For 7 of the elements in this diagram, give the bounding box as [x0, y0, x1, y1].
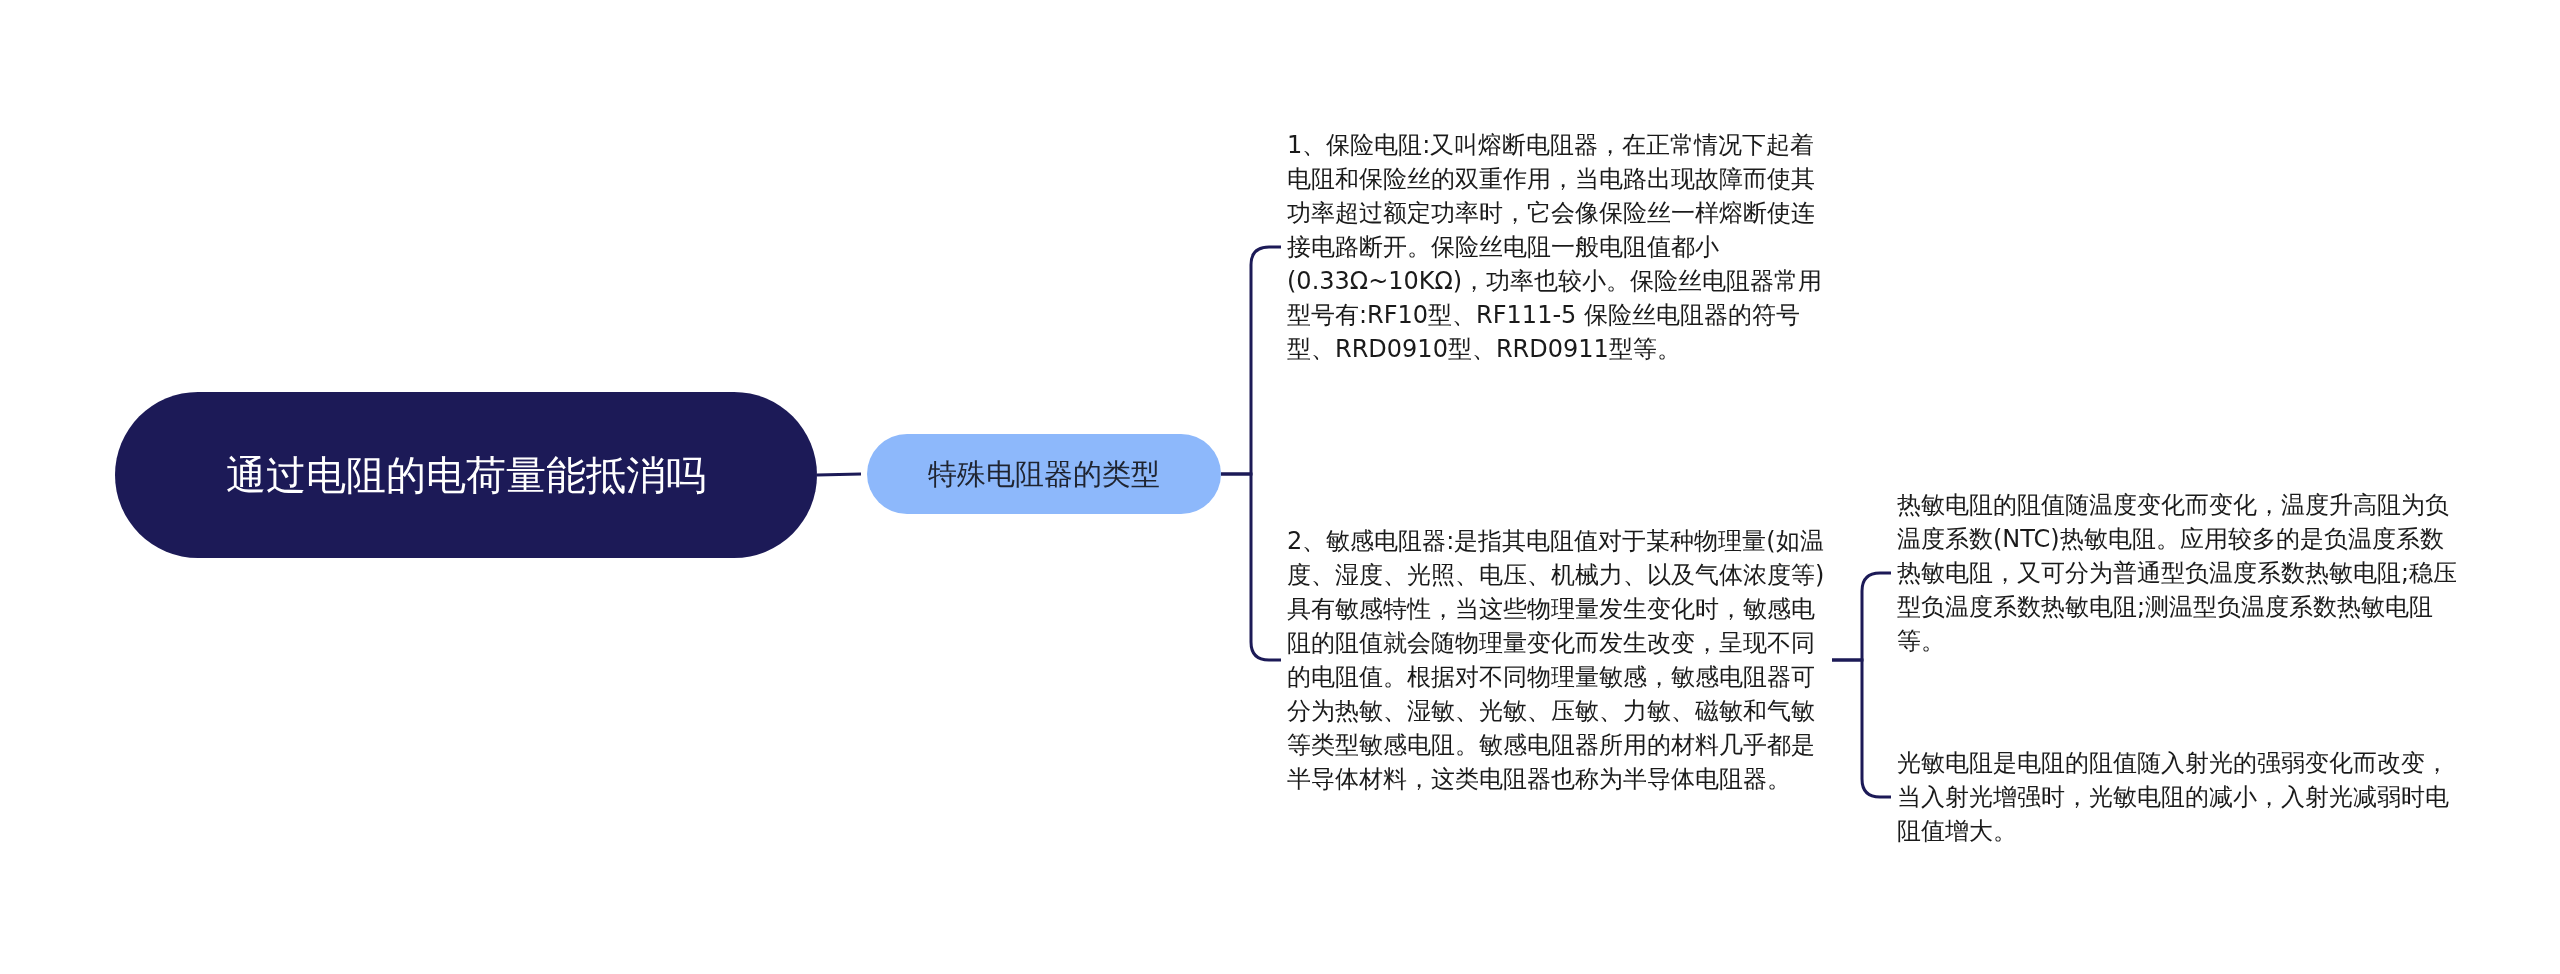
connector-line	[816, 472, 862, 477]
topic-box: 特殊电阻器的类型	[867, 434, 1221, 514]
topic-text: 2、敏感电阻器:是指其电阻值对于某种物理量(如温度、湿度、光照、电压、机械力、以及气体浓度等)具有敏感特性，当这些物理量发生变化时，敏感电阻的阻值就会随物理量变化而发生改变，呈现不同的电阻值。根据对不同物理量敏感，敏感电阻器可分为热敏、湿敏、光敏、压敏、力敏、磁敏和气敏等类型敏感电阻。敏感电阻器所用的材料几乎都是半导体材料，这类电阻器也称为半导体电阻器。	[1287, 524, 1832, 796]
topic-text: 1、保险电阻:又叫熔断电阻器，在正常情况下起着电阻和保险丝的双重作用，当电路出现故障而使其功率超过额定功率时，它会像保险丝一样熔断使连接电路断开。保险丝电阻一般电阻值都小(0.33Ω~10KΩ)，功率也较小。保险丝电阻器常用型号有:RF10型、RF111-5 保险丝电阻器的符号型、RRD0910型、RRD0911型等。	[1287, 128, 1832, 366]
root-topic-box: 通过电阻的电荷量能抵消吗	[115, 392, 817, 558]
topic-text: 光敏电阻是电阻的阻值随入射光的强弱变化而改变，当入射光增强时，光敏电阻的减小，入射光减弱时电阻值增大。	[1897, 746, 2467, 848]
topic-text: 热敏电阻的阻值随温度变化而变化，温度升高阻为负温度系数(NTC)热敏电阻。应用较多的是负温度系数热敏电阻，又可分为普通型负温度系数热敏电阻;稳压型负温度系数热敏电阻;测温型负温度系数热敏电阻等。	[1897, 488, 2467, 658]
